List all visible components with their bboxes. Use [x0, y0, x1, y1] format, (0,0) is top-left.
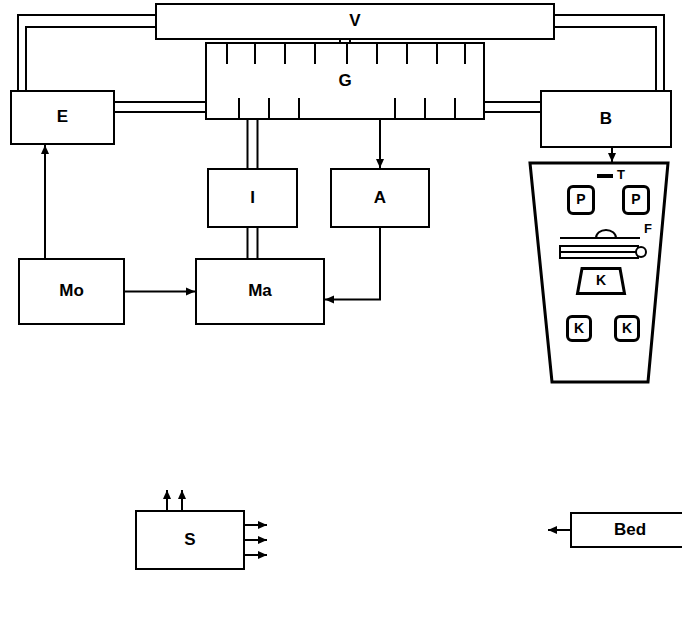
comb-tick [238, 98, 240, 120]
process-box: I [207, 168, 298, 228]
connector-line [247, 120, 249, 168]
node-label: K [574, 321, 584, 336]
trapezoid-outline [578, 269, 625, 294]
comb-tick [406, 44, 408, 64]
connector-line [18, 15, 155, 90]
f-dome [596, 230, 616, 238]
connector-line [485, 101, 540, 103]
arrow-connector [380, 120, 381, 168]
comb-tick [298, 98, 300, 120]
bus-box: V [155, 3, 555, 40]
s-output-arrow [245, 539, 267, 541]
process-box: Bed [570, 512, 682, 548]
process-box: Mo [18, 258, 125, 325]
bus-connector [115, 102, 205, 112]
comb-tick [268, 98, 270, 120]
comb-tick [436, 44, 438, 64]
part-label: F [644, 222, 652, 236]
connector-line [379, 120, 381, 168]
arrow-connector [125, 291, 195, 292]
comb-tick [394, 98, 396, 120]
node-label: B [600, 110, 612, 129]
comb-box: G [205, 42, 485, 120]
connector-line [257, 120, 259, 168]
node-label: P [631, 192, 640, 207]
connector-line [115, 101, 205, 103]
process-box: B [540, 90, 672, 148]
bed-output-arrow [548, 529, 570, 531]
process-box: E [10, 90, 115, 145]
panel-arrow [611, 148, 613, 162]
node-label: K [596, 273, 606, 288]
connector-line [325, 228, 380, 300]
comb-tick [254, 44, 256, 64]
panel-key: K [566, 315, 592, 342]
node-label: A [374, 189, 386, 208]
node-label: I [250, 189, 255, 208]
slider-bar [560, 251, 638, 253]
connector-line [485, 111, 540, 113]
bus-connector [555, 15, 664, 90]
node-label: Bed [614, 521, 646, 540]
comb-tick [346, 44, 348, 64]
bus-connector [248, 228, 258, 258]
node-label: Mo [59, 282, 84, 301]
arrow-connector [325, 228, 380, 300]
s-output-arrow [245, 524, 267, 526]
comb-tick [284, 44, 286, 64]
arrow-connector [45, 145, 46, 258]
node-label: E [57, 108, 68, 127]
t-indicator [597, 174, 613, 178]
comb-tick [464, 44, 466, 64]
connector-line [125, 291, 195, 293]
node-label: V [349, 12, 360, 31]
node-label: G [338, 72, 351, 91]
process-box: A [330, 168, 430, 228]
comb-tick [424, 98, 426, 120]
panel-key: K [614, 315, 640, 342]
connector-line [115, 111, 205, 113]
connector-line [555, 27, 656, 90]
connector-line [257, 228, 259, 258]
bus-connector [18, 15, 155, 90]
comb-tick [314, 44, 316, 64]
part-label: T [617, 168, 625, 182]
process-box: S [135, 510, 245, 570]
node-label: P [576, 192, 585, 207]
f-line [560, 237, 640, 239]
control-panel [530, 163, 668, 382]
s-output-arrow [245, 554, 267, 556]
comb-tick [454, 98, 456, 120]
slider-knob [636, 247, 646, 257]
panel-button: P [622, 185, 650, 215]
node-label: S [184, 531, 195, 550]
connector-line [555, 15, 664, 90]
bus-connector [485, 102, 540, 112]
comb-tick [226, 44, 228, 64]
slider-bar [560, 246, 638, 258]
connector-line [247, 228, 249, 258]
panel-button: P [567, 185, 595, 215]
process-box: Ma [195, 258, 325, 325]
connector-line [44, 145, 46, 258]
panel-key: K [576, 267, 626, 295]
node-label: K [622, 321, 632, 336]
s-output-arrow [166, 490, 168, 510]
comb-tick [376, 44, 378, 64]
bus-connector [248, 120, 258, 168]
node-label: Ma [248, 282, 272, 301]
s-output-arrow [181, 490, 183, 510]
connector-line [26, 27, 155, 90]
